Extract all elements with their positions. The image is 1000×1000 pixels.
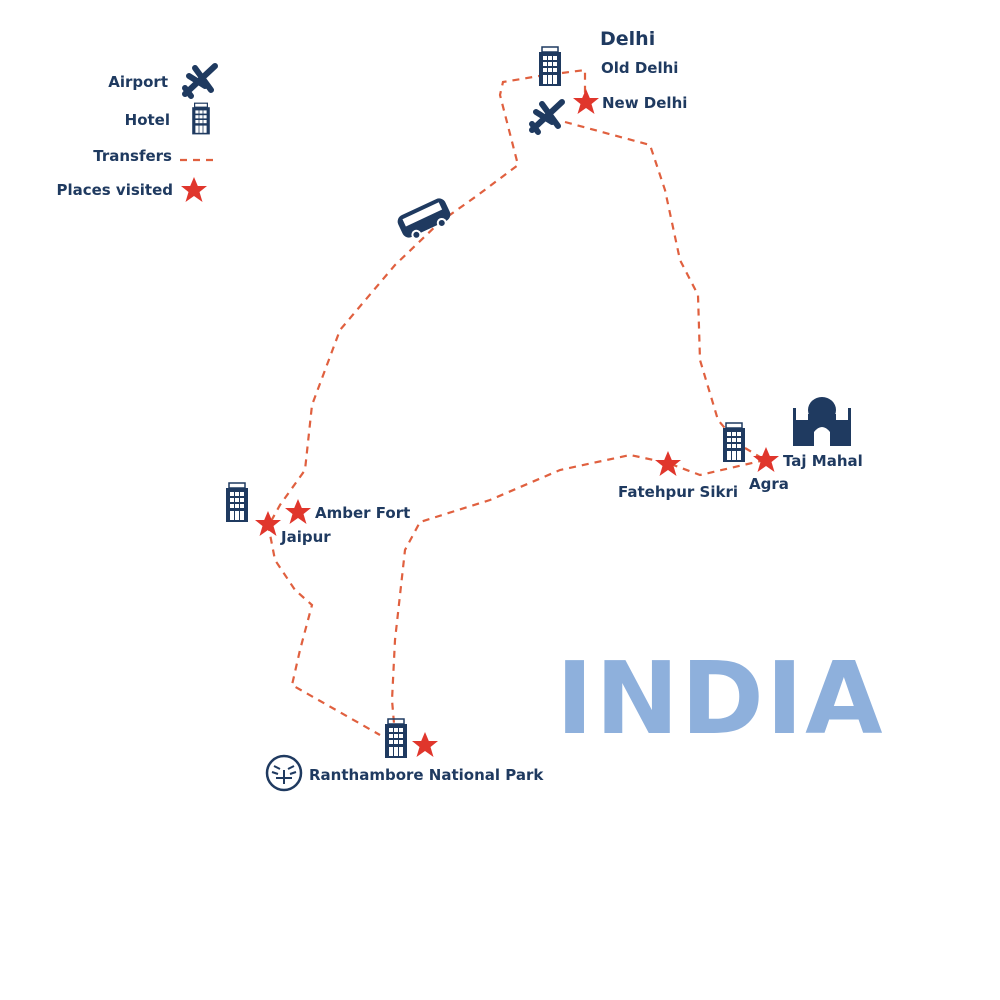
hotel-icon [722,422,746,463]
star-icon [753,447,779,472]
route-delhi-jaipur-main [269,73,546,524]
label-taj-mahal: Taj Mahal [783,452,863,470]
star-icon [181,177,207,202]
hotel-icon [384,718,408,759]
airplane-icon [185,66,215,96]
label-jaipur: Jaipur [281,528,331,546]
label-delhi: Delhi [600,28,656,50]
route-delhi-jaipur [561,68,587,98]
star-icon [573,89,599,114]
star-icon [285,499,311,524]
airplane-icon [532,102,562,132]
legend-airport-label: Airport [108,73,168,91]
route-delhi-agra [564,120,736,441]
taj-mahal-icon [793,397,851,446]
transfer-routes [180,68,766,736]
legend-places-label: Places visited [56,181,173,199]
country-label: INDIA [556,640,885,757]
hotel-icon [191,102,211,136]
label-new-delhi: New Delhi [602,94,688,112]
label-old-delhi: Old Delhi [601,59,679,77]
legend-hotel-label: Hotel [124,111,170,129]
star-icon [655,451,681,476]
route-agra-ranthambore [390,453,766,736]
hotel-icon [225,482,249,523]
tiger-icon [265,754,303,792]
legend-transfers-label: Transfers [93,147,172,165]
star-icon [255,511,281,536]
label-amber-fort: Amber Fort [315,504,411,522]
label-ranthambore: Ranthambore National Park [309,766,544,784]
bus-icon [397,198,451,240]
label-fatehpur-sikri: Fatehpur Sikri [618,483,739,501]
star-icon [412,732,438,757]
route-jaipur-ranthambore [266,523,381,736]
label-agra: Agra [749,475,789,493]
hotel-icon [538,46,562,87]
